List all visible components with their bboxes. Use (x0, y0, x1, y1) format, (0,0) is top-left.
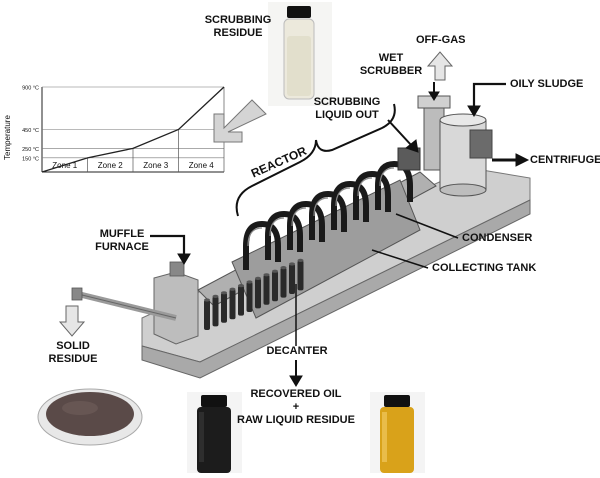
recovered-oil-bottle (187, 392, 242, 473)
chart-ylabel: Temperature (3, 115, 12, 160)
collecting-cylinder (297, 260, 304, 291)
centrifuge-label: CENTRIFUGE (530, 154, 600, 166)
chart-y-tick-label: 900 °C (22, 86, 39, 92)
reactor-coils (243, 160, 413, 270)
scrubbing-liquid-out-label-line2: LIQUID OUT (315, 109, 379, 121)
reactor-coil-highlight (291, 207, 307, 227)
chart-y-tick-labels: 900 °C 450 °C 250 °C 150 °C (22, 86, 39, 163)
collecting-cylinder (246, 282, 253, 312)
off-gas-arrow (426, 51, 454, 81)
reactor-coil (375, 160, 413, 210)
collecting-tank-cylinders (204, 258, 304, 330)
reactor-coil (309, 190, 347, 240)
base-platform-side (141, 199, 531, 379)
solid-residue-arrow (58, 305, 86, 337)
collecting-cylinder-cap (263, 273, 270, 277)
collecting-cylinder-cap (255, 276, 261, 280)
reactor-coil-highlight (313, 197, 329, 217)
muffle-furnace-body (153, 271, 199, 345)
reactor-coil-highlight (379, 167, 395, 187)
reactor-coil (265, 210, 303, 260)
collecting-cylinder-cap (297, 258, 304, 262)
reactor-coil-highlight (335, 187, 351, 207)
chart-zone-label: Zone 2 (98, 161, 123, 170)
scrubbing-residue-label-line2: RESIDUE (213, 27, 263, 39)
oily-sludge-label: OILY SLUDGE (510, 78, 584, 90)
reactor-brace (235, 103, 396, 217)
collecting-cylinder-cap (246, 280, 253, 284)
pyrolysis-plant (71, 95, 531, 379)
chart-zone-label: Zone 3 (143, 161, 168, 170)
collecting-cylinder (289, 264, 295, 294)
collecting-cylinder (280, 267, 287, 298)
reactor-coil-highlight (247, 227, 263, 247)
decanter-label: DECANTER (266, 345, 328, 357)
collecting-cylinder (229, 289, 236, 320)
reactor-coil (287, 200, 325, 250)
chart-gridlines (42, 86, 224, 159)
condenser-label: CONDENSER (462, 232, 533, 244)
chart-y-tick-label: 450 °C (22, 128, 39, 134)
wet-scrubber-label-line2: SCRUBBER (359, 65, 423, 77)
raw-liquid-residue-label: RAW LIQUID RESIDUE (237, 414, 355, 426)
reactor-coil (353, 170, 391, 220)
reactor-coil (243, 220, 281, 270)
scrubbing-liquid-out-label: SCRUBBING LIQUID OUT (306, 96, 388, 122)
wet-scrubber-label: WET SCRUBBER (358, 52, 424, 78)
chart-zone-label: Zone 4 (189, 161, 214, 170)
scrubbing-residue-bottle (268, 2, 332, 106)
collecting-cylinder-cap (229, 287, 236, 291)
chart-y-tick-label: 150 °C (22, 156, 39, 162)
reactor-to-chart-arrow (213, 99, 267, 143)
pointer-arrows (150, 51, 530, 387)
collecting-cylinder (238, 285, 244, 316)
collecting-cylinder-cap (238, 284, 244, 288)
chart-y-tick-label: 250 °C (22, 147, 39, 153)
collecting-cylinder-cap (280, 266, 287, 270)
off-gas-label: OFF-GAS (416, 34, 466, 46)
collecting-cylinder (272, 271, 278, 302)
collecting-cylinder-cap (212, 294, 219, 298)
reactor-coil (331, 180, 369, 230)
wet-scrubber-label-line1: WET (378, 52, 404, 64)
scrubbing-residue-label: SCRUBBING RESIDUE (196, 14, 280, 40)
reactor-coil-highlight (269, 217, 285, 237)
reactor-coil-highlight (357, 177, 373, 197)
recovered-oil-label: RECOVERED OIL (250, 388, 342, 400)
collecting-cylinder (204, 300, 210, 330)
collecting-cylinder (255, 278, 261, 309)
muffle-furnace-label-line1: MUFFLE (99, 228, 145, 240)
collecting-cylinder-cap (289, 262, 295, 266)
scrubbing-residue-label-line1: SCRUBBING (204, 14, 272, 26)
muffle-furnace-label: MUFFLE FURNACE (92, 228, 152, 254)
collecting-tank-label: COLLECTING TANK (432, 262, 537, 274)
muffle-furnace-label-line2: FURNACE (95, 241, 149, 253)
centrifuge-unit (439, 113, 493, 197)
collecting-cylinder (263, 274, 270, 305)
solid-residue-label-line1: SOLID (56, 340, 90, 352)
collecting-cylinder (212, 296, 219, 327)
solid-residue-dish (37, 388, 143, 446)
collecting-cylinder (221, 292, 227, 323)
plus-label: + (292, 401, 300, 413)
collecting-cylinder-cap (272, 269, 278, 273)
scrubbing-liquid-out-label-line1: SCRUBBING (313, 96, 381, 108)
solid-residue-label: SOLID RESIDUE (44, 340, 102, 366)
temperature-series-line (41, 86, 225, 173)
collecting-cylinder-cap (204, 298, 210, 302)
raw-liquid-residue-bottle (370, 392, 425, 473)
collecting-cylinder-cap (221, 291, 227, 295)
solid-residue-label-line2: RESIDUE (48, 353, 98, 365)
